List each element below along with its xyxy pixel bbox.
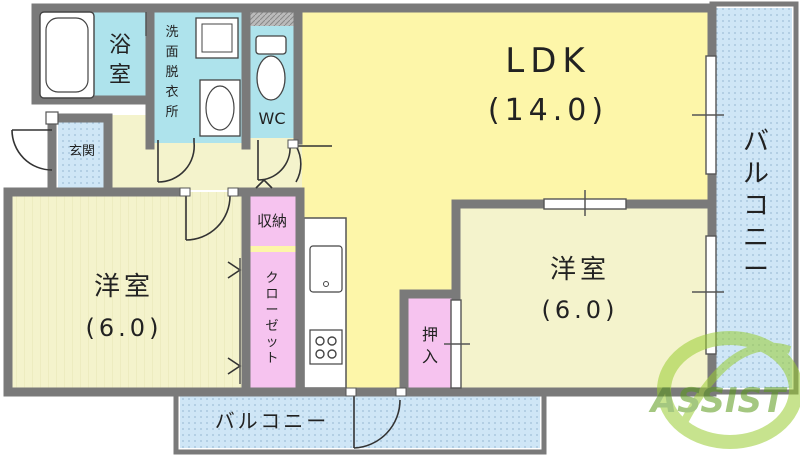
- svg-text:所: 所: [165, 105, 178, 120]
- svg-text:衣: 衣: [165, 84, 178, 100]
- wc-label: WC: [259, 109, 286, 128]
- door-ldk: [287, 139, 332, 183]
- oshiire-floor: [408, 298, 454, 388]
- door-western-left: [179, 187, 239, 241]
- svg-text:ゼ: ゼ: [265, 319, 278, 334]
- assist-logo-text: ASSIST: [648, 381, 788, 421]
- bathtub-icon: [39, 11, 95, 99]
- door-balcony: [345, 387, 407, 449]
- window-ldk: [692, 55, 724, 175]
- ldk-label: LDK: [505, 41, 590, 81]
- svg-text:ッ: ッ: [265, 335, 278, 350]
- western-left-size: (6.0): [86, 314, 163, 342]
- svg-text:ニ: ニ: [743, 223, 769, 253]
- balcony-bottom-floor: [180, 396, 540, 448]
- washroom-label: 洗 面 脱 衣 所: [165, 25, 178, 120]
- corner-post: [45, 111, 59, 125]
- washing-machine-icon: [195, 17, 239, 59]
- western-left-floor: [8, 192, 244, 388]
- svg-text:ー: ー: [265, 303, 278, 318]
- oshiire-label-2: 入: [422, 347, 438, 366]
- entrance-floor: [58, 118, 104, 188]
- door-entrance: [11, 129, 53, 171]
- balcony-right-floor: [716, 8, 792, 388]
- window-western-right: [692, 235, 724, 355]
- ldk-size: (14.0): [488, 93, 608, 128]
- washbasin-icon: [199, 79, 241, 137]
- storage-floor: [248, 196, 298, 246]
- svg-text:ト: ト: [265, 351, 278, 366]
- closet-doors: [227, 258, 242, 384]
- sink-icon: [309, 245, 343, 293]
- assist-logo: ASSIST: [648, 331, 800, 449]
- svg-text:ク: ク: [265, 271, 278, 286]
- svg-text:バ: バ: [743, 127, 769, 157]
- western-right-size: (6.0): [542, 296, 619, 324]
- closet-label: ク ロ ー ゼ ッ ト: [265, 271, 278, 366]
- balcony-right-label: バ ル コ ニ ー: [743, 127, 769, 285]
- bath-label-1: 浴: [109, 33, 131, 58]
- svg-text:ー: ー: [743, 255, 769, 285]
- bath-label-2: 室: [109, 63, 131, 88]
- closet-floor: [250, 252, 296, 388]
- door-washroom: [157, 138, 196, 183]
- svg-text:洗: 洗: [165, 25, 178, 40]
- svg-text:面: 面: [165, 45, 178, 60]
- svg-text:ル: ル: [743, 159, 769, 189]
- sliding-door-oshiire: [444, 299, 470, 389]
- stove-icon: [309, 329, 343, 365]
- sliding-door-western-right: [543, 190, 627, 216]
- entrance-label: 玄関: [69, 144, 95, 159]
- oshiire-label-1: 押: [422, 325, 438, 344]
- svg-text:コ: コ: [743, 191, 769, 221]
- toilet-icon: [255, 35, 287, 101]
- storage-label: 収納: [257, 212, 287, 230]
- door-storage: [255, 178, 273, 189]
- balcony-bottom-label: バルコニー: [215, 409, 330, 433]
- svg-text:脱: 脱: [165, 65, 178, 80]
- western-left-label: 洋室: [94, 272, 154, 302]
- western-right-label: 洋室: [550, 255, 610, 285]
- svg-text:ロ: ロ: [265, 287, 278, 302]
